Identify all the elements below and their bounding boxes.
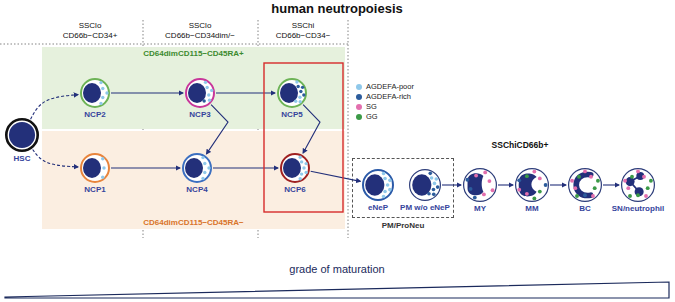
cell-label: NCP4 bbox=[186, 185, 207, 194]
arrow-connector bbox=[207, 105, 228, 154]
cell-drawing bbox=[409, 169, 441, 201]
band-cell: BC bbox=[568, 168, 602, 202]
legend-row: SG bbox=[356, 102, 414, 112]
arrow-connector bbox=[442, 184, 461, 185]
marker-label: CD64dimCD115−CD45RA+ bbox=[143, 49, 244, 58]
column-header: CD66b−CD34dim/− bbox=[165, 31, 235, 40]
legend-swatch bbox=[356, 114, 362, 120]
cell-label: BC bbox=[579, 204, 591, 213]
cell-drawing bbox=[568, 168, 602, 202]
progenitor-cell: NCP6 bbox=[280, 153, 310, 183]
legend-row: AGDEFA-poor bbox=[356, 82, 414, 92]
metamyelocyte-cell: MM bbox=[515, 168, 549, 202]
legend-text: AGDEFA-rich bbox=[366, 93, 411, 102]
cell-drawing bbox=[621, 168, 655, 202]
myelocyte-cell: MY bbox=[463, 168, 497, 202]
marker-band: CD64dimCD115−CD45RA−NCP1NCP4NCP6 bbox=[42, 131, 345, 229]
column-header: CD66b−CD34+ bbox=[63, 31, 118, 40]
cell-label: eNeP bbox=[368, 203, 388, 212]
column-header: SSClo bbox=[79, 21, 102, 30]
arrow-connector bbox=[311, 171, 361, 181]
maturation-wedge bbox=[5, 282, 669, 298]
arrow-connector bbox=[111, 92, 183, 93]
legend-swatch bbox=[356, 84, 362, 90]
cell-drawing bbox=[463, 168, 497, 202]
progenitor-cell: NCP2 bbox=[80, 78, 110, 108]
arrow-connector bbox=[303, 105, 320, 154]
cell-label: NCP6 bbox=[284, 185, 305, 194]
progenitor-cell: NCP5 bbox=[277, 78, 307, 108]
precursor-cell: PM w/o eNeP bbox=[409, 169, 441, 201]
legend-text: SG bbox=[366, 103, 377, 112]
progenitor-cell: NCP1 bbox=[80, 153, 110, 183]
arrow-connector bbox=[550, 184, 566, 185]
cell-drawing bbox=[182, 153, 212, 183]
stage-header: SSChiCD66b+ bbox=[492, 141, 549, 151]
cell-label: NCP5 bbox=[281, 110, 302, 119]
cell-drawing bbox=[280, 153, 310, 183]
cell-label: PM w/o eNeP bbox=[400, 203, 450, 212]
legend-text: GG bbox=[366, 113, 378, 122]
cell-label: NCP3 bbox=[189, 110, 210, 119]
arrow-connector bbox=[31, 95, 79, 120]
progenitor-cell: NCP3 bbox=[185, 78, 215, 108]
legend-swatch bbox=[356, 104, 362, 110]
cell-drawing bbox=[80, 78, 110, 108]
column-header: SSClo bbox=[189, 21, 212, 30]
header-divider bbox=[0, 44, 348, 45]
cell-drawing bbox=[362, 169, 394, 201]
cell-drawing bbox=[515, 168, 549, 202]
legend-row: AGDEFA-rich bbox=[356, 92, 414, 102]
marker-band: CD64dimCD115−CD45RA+NCP2NCP3NCP5 bbox=[42, 47, 345, 129]
legend-text: AGDEFA-poor bbox=[366, 83, 414, 92]
cell-drawing bbox=[5, 118, 39, 152]
arrow-connector bbox=[603, 184, 619, 185]
group-box: PM/ProNeueNePPM w/o eNeP bbox=[352, 158, 454, 218]
marker-label: CD64dimCD115−CD45RA− bbox=[143, 218, 244, 227]
cell-drawing bbox=[80, 153, 110, 183]
cell-drawing bbox=[277, 78, 307, 108]
arrow-connector bbox=[213, 167, 278, 168]
progenitor-cell: NCP4 bbox=[182, 153, 212, 183]
title: human neutropoiesis bbox=[271, 2, 402, 17]
group-label: PM/ProNeu bbox=[382, 221, 425, 230]
precursor-cell: eNeP bbox=[362, 169, 394, 201]
cell-label: MM bbox=[525, 204, 538, 213]
cell-label: SN/neutrophil bbox=[612, 204, 664, 213]
legend-swatch bbox=[356, 94, 362, 100]
column-header: CD66b−CD34− bbox=[276, 31, 331, 40]
neutrophil-cell: SN/neutrophil bbox=[621, 168, 655, 202]
legend: AGDEFA-poorAGDEFA-richSGGG bbox=[356, 82, 414, 122]
cell-drawing bbox=[185, 78, 215, 108]
legend-row: GG bbox=[356, 112, 414, 122]
stem-cell: HSC bbox=[5, 118, 39, 152]
cell-label: MY bbox=[474, 204, 486, 213]
arrow-connector bbox=[33, 150, 78, 167]
highlight-frame bbox=[264, 63, 343, 212]
column-divider bbox=[348, 20, 349, 238]
arrow-connector bbox=[498, 184, 513, 185]
arrow-connector bbox=[216, 92, 275, 93]
cell-label: HSC bbox=[14, 154, 31, 163]
axis-label: grade of maturation bbox=[289, 263, 384, 276]
cell-label: NCP2 bbox=[84, 110, 105, 119]
column-header: SSChi bbox=[292, 21, 315, 30]
cell-label: NCP1 bbox=[84, 185, 105, 194]
arrow-connector bbox=[111, 167, 180, 168]
